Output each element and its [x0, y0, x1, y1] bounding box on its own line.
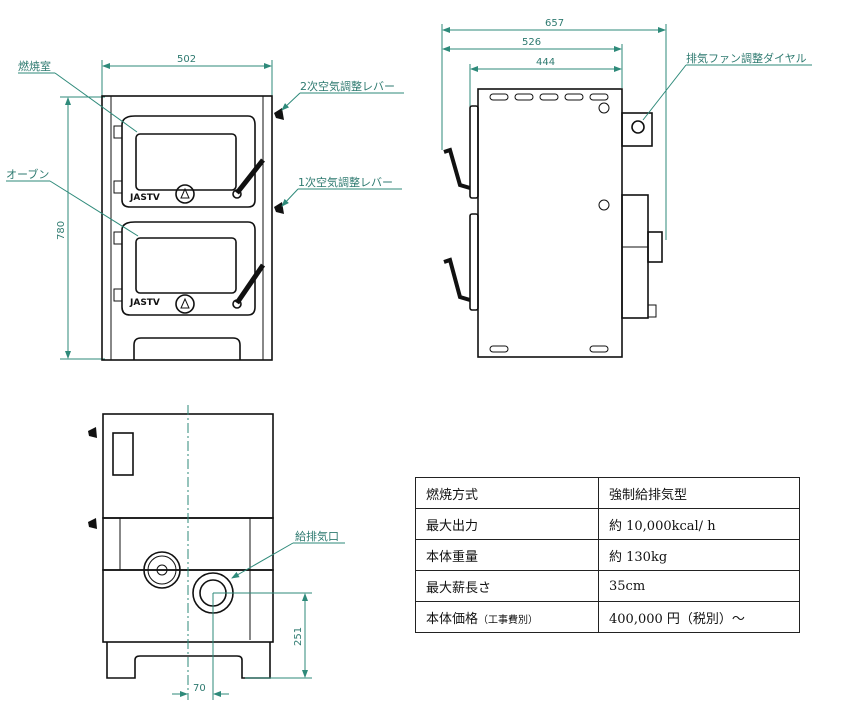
spec-value: 400,000 円（税別）～ [598, 601, 800, 633]
exhaust-fan-dial-icon[interactable] [631, 120, 645, 134]
spec-key-note: （工事費別） [478, 614, 539, 626]
spec-key: 最大薪長さ [415, 570, 599, 602]
table-row: 本体価格（工事費別）400,000 円（税別）～ [415, 601, 800, 633]
spec-key: 最大出力 [415, 508, 599, 540]
spec-value: 約 130kg [598, 539, 800, 571]
height-dim-text: 780 [56, 221, 67, 240]
secondary-air-lever-icon[interactable] [274, 108, 284, 120]
primary-air-lever-icon[interactable] [274, 202, 284, 214]
label-primary-air-lever: 1次空気調整レバー [298, 175, 393, 189]
depth-dim-526: 526 [522, 37, 541, 48]
table-row: 本体重量約 130kg [415, 539, 800, 571]
spec-key-cell: 本体価格（工事費別） [415, 601, 599, 633]
label-oven: オーブン [6, 167, 49, 181]
spec-value: 35cm [598, 570, 800, 602]
label-intake-exhaust-port: 給排気口 [295, 529, 339, 543]
back-view: 251 70 給排気口 [88, 405, 345, 700]
spec-key: 本体重量 [415, 539, 599, 571]
port-height-dim-text: 251 [293, 627, 304, 646]
front-view: 502 780 JASTV JASTV 燃焼室 オーブン 2次空気調 [6, 54, 404, 361]
width-dim-text: 502 [177, 54, 196, 65]
door-logo: JASTV [129, 193, 160, 203]
spec-value: 強制給排気型 [598, 477, 800, 509]
port-offset-dim-text: 70 [193, 683, 206, 694]
spec-table: 燃焼方式強制給排気型 最大出力約 10,000kcal/ h 本体重量約 130… [415, 477, 800, 633]
table-row: 燃焼方式強制給排気型 [415, 477, 800, 509]
spec-key: 本体価格 [426, 611, 479, 627]
spec-key: 燃焼方式 [415, 477, 599, 509]
label-exhaust-fan-dial: 排気ファン調整ダイヤル [686, 51, 807, 65]
table-row: 最大出力約 10,000kcal/ h [415, 508, 800, 540]
depth-dim-444: 444 [536, 57, 555, 68]
depth-dim-657: 657 [545, 18, 564, 29]
door-logo: JASTV [129, 298, 160, 308]
spec-value: 約 10,000kcal/ h [598, 508, 800, 540]
side-view: 657 526 444 排気ファン調整ダイヤル [441, 18, 812, 358]
label-secondary-air-lever: 2次空気調整レバー [300, 79, 395, 93]
label-combustion-chamber: 燃焼室 [18, 59, 51, 73]
